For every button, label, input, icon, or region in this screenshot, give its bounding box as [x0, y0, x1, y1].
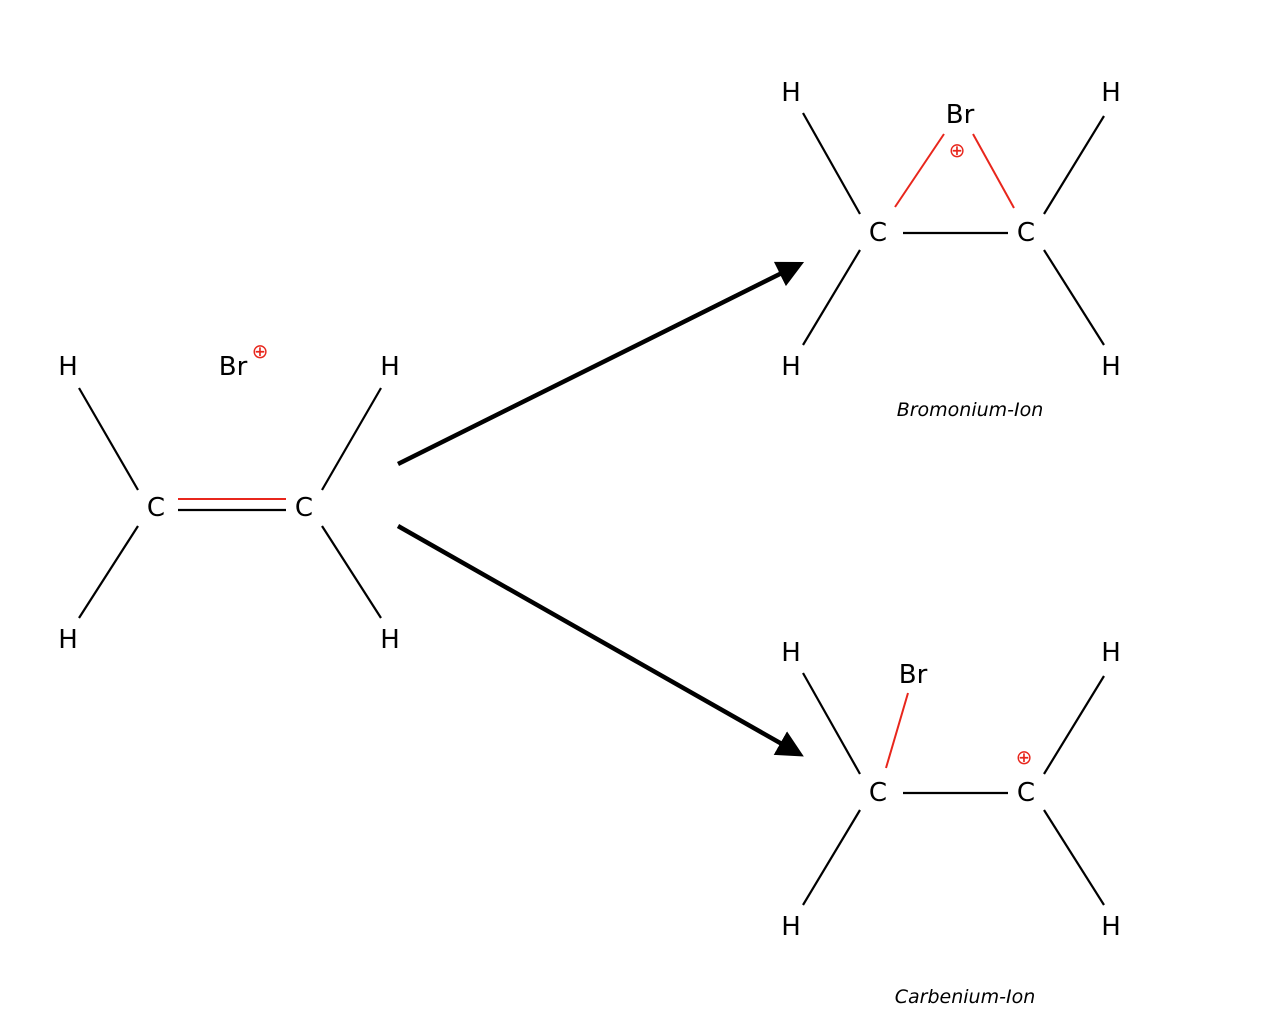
bond [1043, 115, 1105, 215]
atom-h: H [1101, 912, 1121, 942]
reaction-arrow-up [396, 261, 805, 467]
atom-c: C [869, 218, 887, 248]
bond [321, 525, 382, 619]
atom-br: Br [219, 352, 248, 382]
atom-h: H [1101, 352, 1121, 382]
bond [1043, 809, 1105, 906]
atom-h: H [781, 352, 801, 382]
atom-br: Br [899, 660, 928, 690]
atom-h: H [1101, 638, 1121, 668]
atom-c: C [295, 493, 313, 523]
bond [1043, 249, 1105, 346]
bromonium-label: Bromonium-Ion [897, 399, 1044, 421]
atom-h: H [380, 625, 400, 655]
bond [802, 672, 861, 775]
bond [321, 387, 382, 491]
atom-c: C [869, 778, 887, 808]
carbenium-label: Carbenium-Ion [895, 986, 1035, 1008]
positive-charge-icon: ⊕ [949, 138, 966, 162]
positive-charge-icon: ⊕ [252, 339, 269, 363]
br-bond-highlight [894, 133, 945, 208]
atom-h: H [380, 352, 400, 382]
atom-h: H [781, 78, 801, 108]
bromonium-ion: H H H H C C Br ⊕ Bromonium-Ion [781, 78, 1121, 421]
reaction-arrow-down [396, 524, 804, 757]
atom-h: H [781, 638, 801, 668]
atom-h: H [1101, 78, 1121, 108]
br-bond-highlight [972, 133, 1015, 209]
atom-br: Br [946, 100, 975, 130]
bond [1043, 675, 1105, 775]
br-bond-highlight [885, 692, 909, 769]
bond [802, 809, 861, 906]
atom-c: C [1017, 778, 1035, 808]
atom-c: C [1017, 218, 1035, 248]
atom-c: C [147, 493, 165, 523]
bond [78, 387, 139, 491]
carbenium-ion: H H H H C C Br ⊕ Carbenium-Ion [781, 638, 1121, 1008]
reactant-ethene: H H H H C C Br ⊕ [58, 339, 400, 655]
atom-h: H [58, 625, 78, 655]
atom-h: H [58, 352, 78, 382]
bond [78, 525, 139, 619]
atom-h: H [781, 912, 801, 942]
bond [802, 249, 861, 346]
bond [802, 112, 861, 215]
positive-charge-icon: ⊕ [1016, 745, 1033, 769]
